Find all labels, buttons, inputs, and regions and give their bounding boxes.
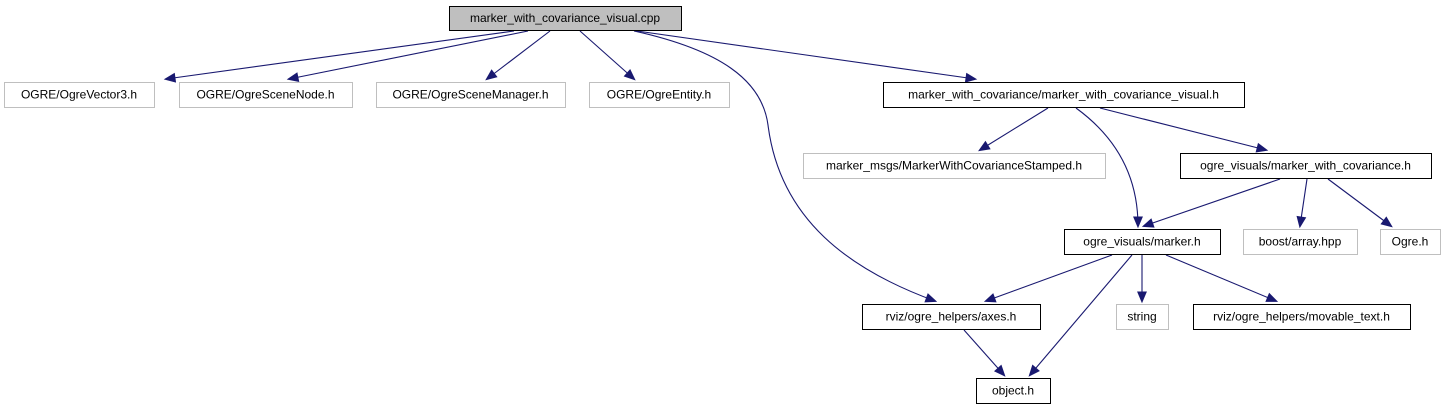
edge-line	[486, 30, 551, 80]
edge-root-to-ogre-scene-node	[286, 30, 529, 82]
node-rviz-movable-text[interactable]: rviz/ogre_helpers/movable_text.h	[1193, 304, 1411, 330]
node-boost-array: boost/array.hpp	[1243, 229, 1358, 255]
node-label: ogre_visuals/marker_with_covariance.h	[1200, 159, 1411, 173]
edge-mwc-visual-h-to-ogre-visuals-mwc	[1099, 107, 1269, 153]
node-box	[862, 304, 1041, 330]
node-box	[1116, 304, 1169, 330]
edge-line	[1165, 254, 1277, 302]
edge-ogre-visuals-marker-to-rviz-movable-text	[1165, 254, 1279, 302]
edge-line	[1029, 254, 1133, 376]
node-box	[449, 6, 682, 31]
node-label: OGRE/OgreSceneNode.h	[196, 88, 334, 102]
node-box	[4, 82, 155, 108]
edge-ogre-visuals-marker-to-object-h	[1028, 254, 1133, 377]
node-ogre-vector3: OGRE/OgreVector3.h	[4, 82, 155, 108]
arrowhead-icon	[978, 140, 991, 152]
edge-root-to-mwc-visual-h	[636, 30, 978, 83]
node-label: boost/array.hpp	[1259, 235, 1342, 249]
edge-ogre-visuals-mwc-to-ogre-visuals-marker	[1141, 178, 1281, 228]
node-label: rviz/ogre_helpers/movable_text.h	[1213, 310, 1390, 324]
arrowhead-icon	[983, 293, 997, 303]
arrowhead-icon	[1265, 292, 1279, 302]
node-box	[1193, 304, 1411, 330]
node-box	[1380, 229, 1441, 255]
node-rviz-axes[interactable]: rviz/ogre_helpers/axes.h	[862, 304, 1041, 330]
edge-line	[979, 107, 1049, 151]
node-label: marker_msgs/MarkerWithCovarianceStamped.…	[826, 159, 1082, 173]
edge-rviz-axes-to-object-h	[963, 329, 1006, 377]
edge-line	[1075, 107, 1139, 227]
node-box	[589, 82, 730, 108]
edge-line	[636, 30, 976, 80]
node-label: OGRE/OgreVector3.h	[21, 88, 137, 102]
edge-ogre-visuals-mwc-to-ogre-h	[1327, 178, 1393, 228]
edge-ogre-visuals-marker-to-rviz-axes	[983, 254, 1113, 303]
node-box	[976, 378, 1051, 404]
arrowhead-icon	[964, 72, 978, 83]
node-box	[1180, 153, 1432, 179]
edge-root-to-rviz-axes	[633, 30, 938, 303]
arrowhead-icon	[993, 364, 1006, 377]
edge-mwc-visual-h-to-marker-msgs	[978, 107, 1049, 152]
node-label: marker_with_covariance_visual.cpp	[470, 11, 660, 25]
edge-line	[963, 329, 1005, 376]
node-label: marker_with_covariance/marker_with_covar…	[908, 88, 1219, 102]
node-ogre-h: Ogre.h	[1380, 229, 1441, 255]
node-label: OGRE/OgreSceneManager.h	[392, 88, 548, 102]
edge-ogre-visuals-marker-to-string	[1137, 255, 1147, 304]
edge-root-to-ogre-vector3	[163, 30, 515, 83]
node-ogre-visuals-marker[interactable]: ogre_visuals/marker.h	[1064, 229, 1221, 255]
node-ogre-entity: OGRE/OgreEntity.h	[589, 82, 730, 108]
node-ogre-scene-node: OGRE/OgreSceneNode.h	[179, 82, 353, 108]
node-ogre-visuals-marker-with-covariance[interactable]: ogre_visuals/marker_with_covariance.h	[1180, 153, 1432, 179]
node-box	[883, 82, 1245, 108]
arrowhead-icon	[286, 72, 300, 82]
node-ogre-scene-manager: OGRE/OgreSceneManager.h	[376, 82, 566, 108]
node-label: ogre_visuals/marker.h	[1083, 235, 1200, 249]
node-label: string	[1127, 310, 1156, 324]
arrowhead-icon	[1137, 291, 1147, 304]
edge-mwc-visual-h-to-ogre-visuals-marker	[1075, 107, 1143, 229]
edge-line	[1143, 178, 1281, 227]
node-label: rviz/ogre_helpers/axes.h	[886, 310, 1017, 324]
arrowhead-icon	[1028, 364, 1040, 377]
node-box	[1064, 229, 1221, 255]
arrowhead-icon	[623, 68, 636, 81]
node-string: string	[1116, 304, 1169, 330]
node-label: object.h	[992, 384, 1034, 398]
edge-root-to-ogre-scene-manager	[485, 30, 551, 81]
node-box	[803, 153, 1106, 179]
arrowhead-icon	[163, 72, 177, 83]
edge-line	[1327, 178, 1392, 227]
node-marker-msgs: marker_msgs/MarkerWithCovarianceStamped.…	[803, 153, 1106, 179]
arrowhead-icon	[924, 293, 938, 303]
arrowhead-icon	[1141, 218, 1155, 228]
node-box	[179, 82, 353, 108]
edge-line	[165, 30, 515, 80]
edge-line	[288, 30, 529, 80]
edge-line	[633, 30, 936, 302]
node-label: Ogre.h	[1392, 235, 1429, 249]
arrowhead-icon	[485, 69, 498, 81]
node-object-h[interactable]: object.h	[976, 378, 1051, 404]
node-marker-with-covariance-visual-h[interactable]: marker_with_covariance/marker_with_covar…	[883, 82, 1245, 108]
edge-ogre-visuals-mwc-to-boost-array	[1296, 178, 1308, 229]
arrowhead-icon	[1133, 216, 1143, 229]
node-box	[376, 82, 566, 108]
edge-line	[1099, 107, 1267, 151]
edges-layer	[163, 30, 1393, 377]
edge-root-to-ogre-entity	[579, 30, 636, 81]
arrowhead-icon	[1255, 142, 1269, 153]
edge-line	[579, 30, 635, 80]
node-label: OGRE/OgreEntity.h	[607, 88, 711, 102]
edge-line	[985, 254, 1113, 302]
node-root[interactable]: marker_with_covariance_visual.cpp	[449, 6, 682, 31]
nodes-layer: marker_with_covariance_visual.cpp OGRE/O…	[4, 6, 1441, 404]
arrowhead-icon	[1380, 216, 1393, 228]
arrowhead-icon	[1296, 215, 1307, 229]
node-box	[1243, 229, 1358, 255]
